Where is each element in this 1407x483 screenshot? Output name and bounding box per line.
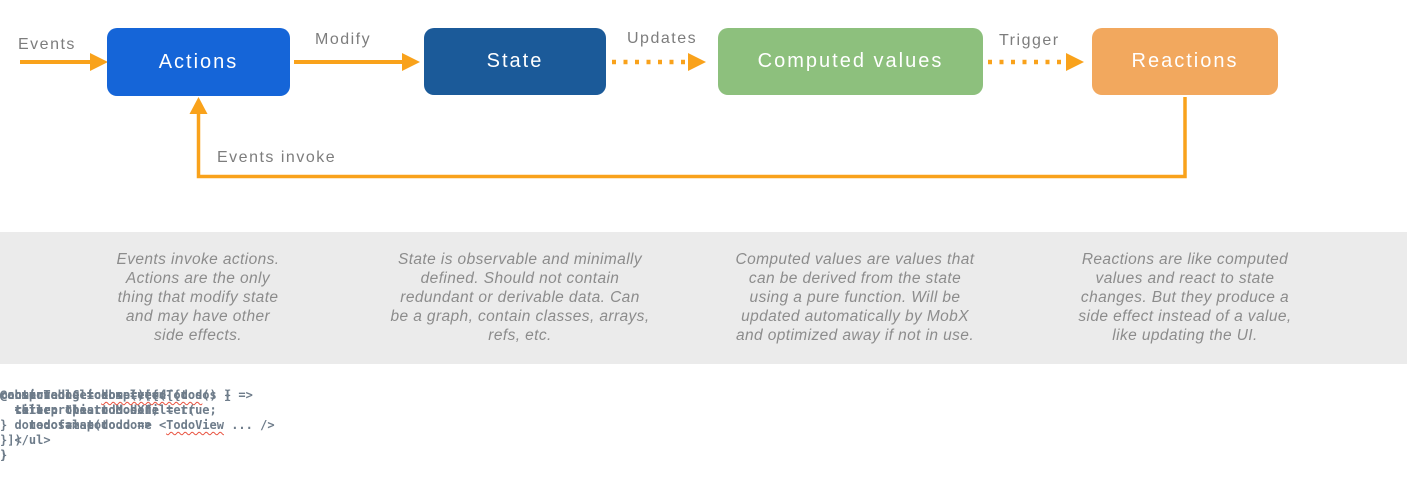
updates-arrow-head-icon xyxy=(688,53,706,71)
description-state: State is observable and minimally define… xyxy=(390,251,650,344)
spellcheck-squiggle-word: completedTodos xyxy=(101,388,203,402)
code-line: @observable todos = [{ xyxy=(0,388,159,402)
flow-section: Actions State Computed values Reactions … xyxy=(0,0,1407,232)
code-line: todos.map(todo => <TodoView ... /> xyxy=(0,418,275,433)
code-line: done: false xyxy=(0,418,94,432)
code-text: @computed get xyxy=(0,388,102,402)
node-state: State xyxy=(424,28,606,95)
descriptions-band: Events invoke actions. Actions are the o… xyxy=(0,232,1407,364)
code-snippet-observer: const Todos = observer({ todos } => <ul>… xyxy=(0,388,275,463)
events-arrow-head-icon xyxy=(90,53,108,71)
code-section: @action onClick = () => { this.props.tod… xyxy=(0,364,1407,483)
code-line: } xyxy=(0,418,8,432)
flow-arrows xyxy=(20,53,1187,179)
code-snippet-computed: @computed get completedTodos() { return … xyxy=(0,388,231,463)
edge-label-updates: Updates xyxy=(627,30,698,47)
description-actions: Events invoke actions. Actions are the o… xyxy=(116,251,280,344)
code-line: @action onClick = () => { xyxy=(0,388,181,402)
node-actions: Actions xyxy=(107,28,290,96)
code-line: } xyxy=(0,448,8,462)
code-text: todos.map(todo => < xyxy=(0,418,167,432)
code-snippet-observable: @observable todos = [{ title: "learn Mob… xyxy=(0,388,159,448)
description-reactions: Reactions are like computed values and r… xyxy=(1078,251,1292,344)
code-text: () { xyxy=(202,388,232,402)
code-text: ... /> xyxy=(223,418,275,432)
feedback-loop-line xyxy=(196,97,1187,179)
node-reactions: Reactions xyxy=(1092,28,1278,95)
modify-arrow-head-icon xyxy=(402,53,420,71)
code-line: return this.todos.filter( xyxy=(0,403,196,417)
code-line: this.props.todo.done = true; xyxy=(0,403,217,417)
code-line: </ul> xyxy=(0,433,51,447)
edge-label-events: Events xyxy=(18,36,76,53)
spellcheck-squiggle-word: TodoView xyxy=(166,418,224,432)
edge-label-modify: Modify xyxy=(315,31,372,48)
code-line: }] xyxy=(0,433,15,447)
code-line: @computed get completedTodos() { xyxy=(0,388,231,403)
code-line: ) xyxy=(0,433,22,447)
code-line: title: "learn MobX", xyxy=(0,403,159,417)
edge-label-trigger: Trigger xyxy=(999,32,1060,49)
code-line: todo => todo.done xyxy=(0,418,152,432)
description-computed-values: Computed values are values that can be d… xyxy=(735,251,975,344)
code-line: <ul> xyxy=(0,403,44,417)
code-line: ) xyxy=(0,448,8,462)
code-line: const Todos = observer({ todos } => xyxy=(0,388,253,402)
code-snippet-action: @action onClick = () => { this.props.tod… xyxy=(0,388,217,433)
trigger-arrow-head-icon xyxy=(1066,53,1084,71)
feedback-arrow-head-icon xyxy=(189,97,208,114)
node-computed-values: Computed values xyxy=(718,28,983,95)
edge-label-events-invoke: Events invoke xyxy=(217,149,337,166)
